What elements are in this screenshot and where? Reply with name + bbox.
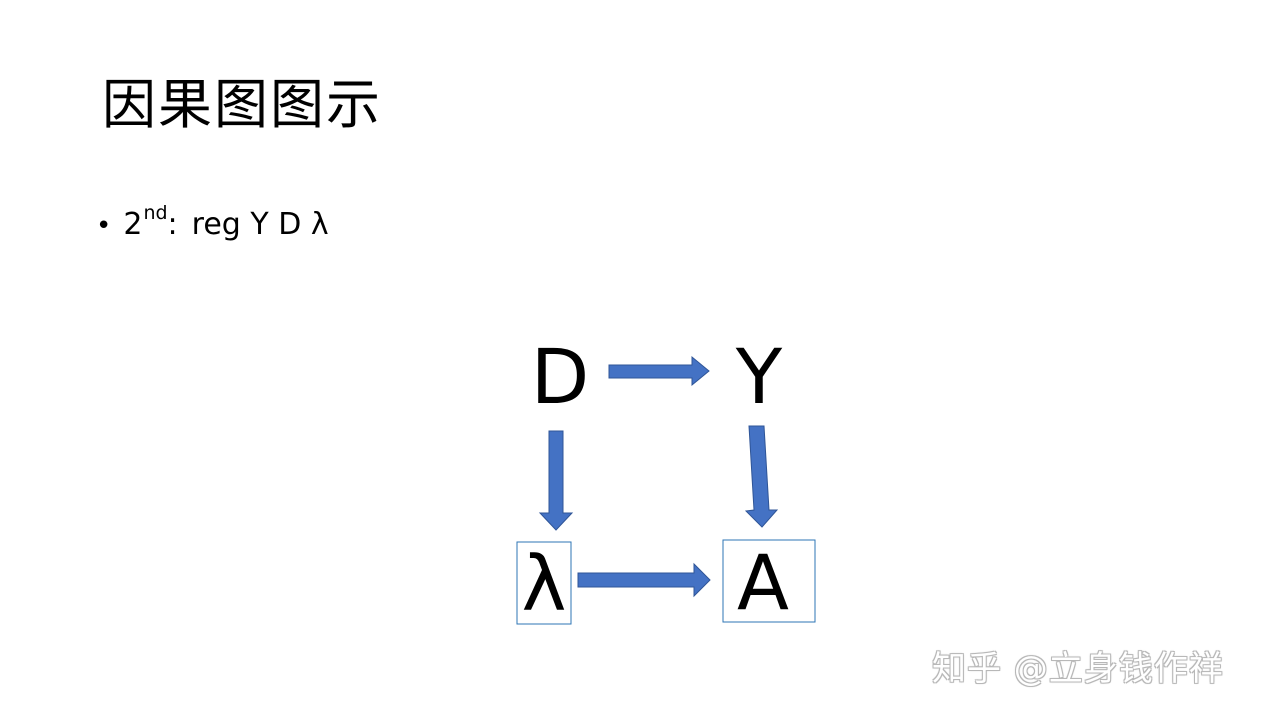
node-box-lambda xyxy=(516,541,572,625)
node-box-a xyxy=(722,539,816,623)
bullet-text: reg Y D λ xyxy=(191,207,329,242)
ordinal-number: 2 xyxy=(123,207,143,242)
node-lambda: λ xyxy=(522,539,567,628)
node-d: D xyxy=(531,332,590,421)
arrow-d-to-y xyxy=(608,355,710,387)
bullet-item: • 2nd : reg Y D λ xyxy=(96,197,329,246)
node-a: A xyxy=(737,538,789,627)
arrow-y-to-a xyxy=(744,425,779,528)
arrow-d-to-lambda xyxy=(538,430,574,531)
bullet-dot-icon: • xyxy=(96,211,112,241)
watermark: 知乎 @立身钱作祥 xyxy=(932,649,1224,689)
arrow-lambda-to-a xyxy=(577,562,711,598)
bullet-ordinal: 2nd xyxy=(123,197,167,245)
node-y: Y xyxy=(735,332,783,421)
ordinal-suffix: nd xyxy=(143,202,168,224)
slide-title: 因果图图示 xyxy=(102,73,382,136)
bullet-separator: : xyxy=(167,207,178,242)
